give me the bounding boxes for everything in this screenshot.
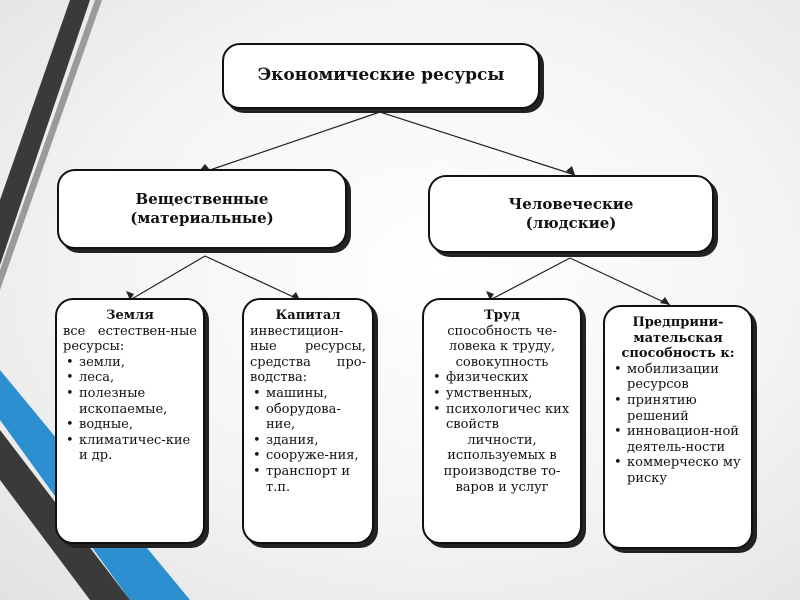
human-resources-node: Человеческие (людские) <box>428 175 714 253</box>
labor-list: •физических •умственных, •психологичес к… <box>430 370 574 432</box>
land-list: •земли, •леса, •полезные ископаемые, •во… <box>63 355 197 464</box>
material-resources-node: Вещественные (материальные) <box>57 169 347 249</box>
list-item: •машины, <box>253 385 328 401</box>
labor-heading: Труд <box>484 308 520 323</box>
root-node: Экономические ресурсы <box>222 43 540 109</box>
land-intro: все естествен-ные ресурсы: <box>63 323 197 355</box>
list-item: •леса, <box>66 370 115 386</box>
capital-list: •машины, •оборудова-ние, •здания, •соору… <box>250 386 366 495</box>
entrepreneur-heading: Предприни-мательская способность к: <box>621 315 735 362</box>
human-line2: (людские) <box>525 214 617 232</box>
human-line1: Человеческие <box>508 195 634 214</box>
list-item: •оборудова-ние, <box>253 401 341 433</box>
list-item: •климатичес-кие и др. <box>66 432 191 464</box>
land-heading: Земля <box>106 308 154 323</box>
list-item: •мобилизации ресурсов <box>614 361 719 393</box>
labor-tail: личности, используемых в производстве то… <box>443 432 561 495</box>
entrepreneur-list: •мобилизации ресурсов •принятию решений … <box>611 362 745 487</box>
entrepreneur-card: Предприни-мательская способность к: •моб… <box>603 305 753 549</box>
list-item: •психологичес ких свойств <box>433 401 570 433</box>
list-item: •полезные ископаемые, <box>66 385 168 417</box>
list-item: •сооруже-ния, <box>253 448 359 464</box>
root-title: Экономические ресурсы <box>257 65 505 86</box>
capital-heading: Капитал <box>275 308 341 323</box>
material-line1: Вещественные <box>135 190 269 209</box>
list-item: •здания, <box>253 432 319 448</box>
list-item: •земли, <box>66 354 125 370</box>
list-item: •коммерческо му риску <box>614 455 741 486</box>
list-item: •транспорт и т.п. <box>253 463 351 495</box>
labor-intro: способность че-ловека к труду, совокупно… <box>447 323 557 370</box>
list-item: •принятию решений <box>614 392 697 424</box>
material-line2: (материальные) <box>130 209 274 227</box>
list-item: •физических <box>433 370 529 386</box>
list-item: •умственных, <box>433 385 533 401</box>
capital-card: Капитал инвестицион-ные ресурсы, средств… <box>242 298 374 544</box>
land-card: Земля все естествен-ные ресурсы: •земли,… <box>55 298 205 544</box>
capital-intro: инвестицион-ные ресурсы, средства про-во… <box>250 323 366 386</box>
labor-card: Труд способность че-ловека к труду, сово… <box>422 298 582 544</box>
list-item: •водные, <box>66 417 133 433</box>
list-item: •инновацион-ной деятель-ности <box>614 424 739 455</box>
